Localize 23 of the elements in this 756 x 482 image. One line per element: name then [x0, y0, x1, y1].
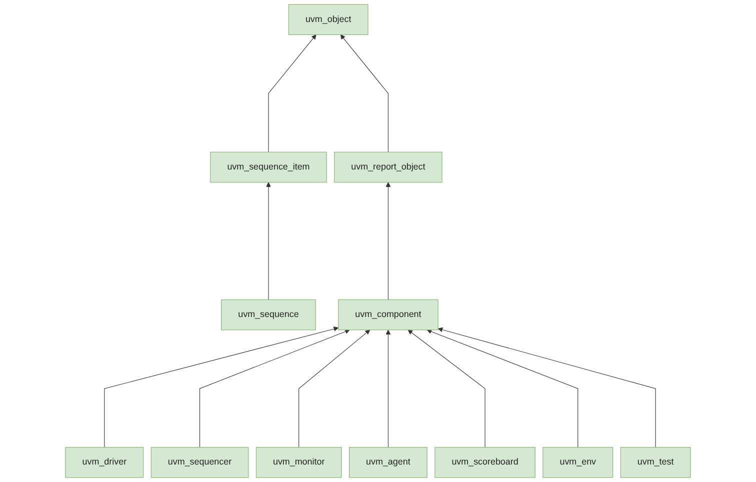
node-box: uvm_scoreboard	[434, 447, 536, 478]
arrow	[298, 330, 370, 448]
arrow	[426, 329, 578, 448]
node-box: uvm_object	[288, 4, 368, 35]
arrow	[266, 182, 271, 300]
node-box: uvm_monitor	[256, 447, 342, 478]
arrow	[386, 182, 391, 300]
arrow	[386, 330, 391, 448]
node-box: uvm_env	[542, 447, 614, 478]
node-box: uvm_report_object	[334, 152, 442, 183]
arrow	[340, 34, 388, 152]
arrow	[104, 326, 339, 448]
node-box: uvm_agent	[349, 447, 428, 478]
arrow	[438, 327, 656, 448]
node-box: uvm_sequence	[221, 299, 316, 330]
arrow	[268, 34, 316, 152]
node-box: uvm_component	[338, 299, 438, 330]
node-box: uvm_sequence_item	[210, 152, 327, 183]
arrow	[408, 330, 486, 448]
node-box: uvm_sequencer	[150, 447, 249, 478]
node-box: uvm_test	[620, 447, 691, 478]
arrow	[199, 329, 350, 448]
node-box: uvm_driver	[65, 447, 144, 478]
